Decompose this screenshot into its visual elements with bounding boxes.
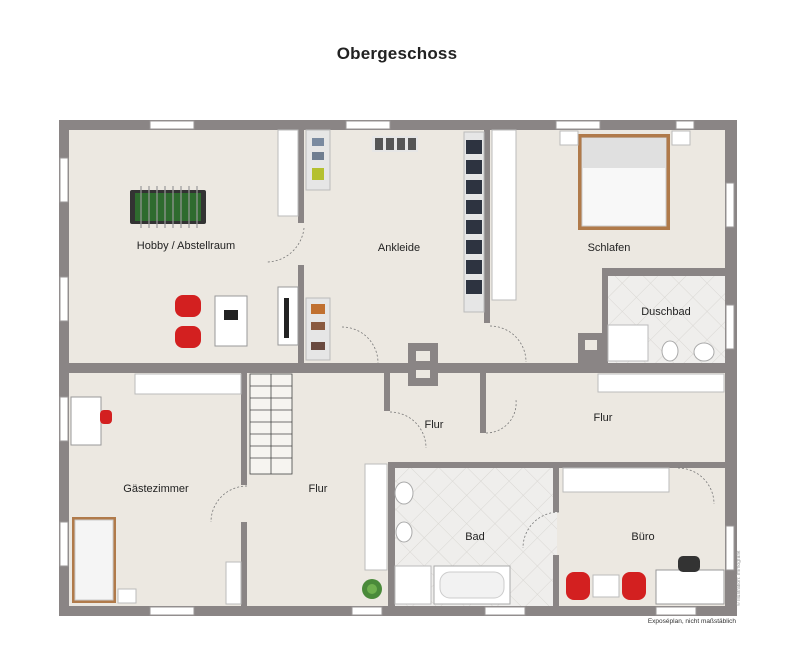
label-duschbad: Duschbad [641, 306, 691, 318]
bad-fixtures [394, 481, 511, 605]
hobby-desk [175, 286, 299, 348]
duschbad-fixtures [607, 324, 715, 362]
gaestezimmer-furniture [70, 373, 242, 605]
image-credit: © Illustration: Immografik [736, 550, 742, 606]
buero-furniture [562, 467, 725, 605]
flur-cabinet [597, 373, 725, 393]
windows [59, 120, 735, 616]
label-flur-center: Flur [425, 419, 444, 431]
flur-wardrobe [364, 463, 388, 571]
plan-title: Obergeschoss [336, 44, 458, 63]
ankleide-shelves [305, 129, 517, 361]
label-hobby: Hobby / Abstellraum [137, 240, 235, 252]
label-ankleide: Ankleide [378, 242, 420, 254]
footnote: Exposéplan, nicht maßstäblich [647, 618, 736, 625]
foosball-table [130, 186, 206, 228]
label-gaestezimmer: Gästezimmer [123, 483, 189, 495]
label-bad: Bad [465, 531, 485, 543]
plant [362, 579, 382, 599]
hobby-wardrobe [277, 129, 299, 217]
staircase [249, 373, 293, 475]
label-flur-left: Flur [309, 483, 328, 495]
double-bed [559, 130, 691, 230]
label-buero: Büro [631, 531, 654, 543]
door-swings [210, 227, 715, 549]
label-flur-right: Flur [594, 412, 613, 424]
label-schlafen: Schlafen [588, 242, 631, 254]
